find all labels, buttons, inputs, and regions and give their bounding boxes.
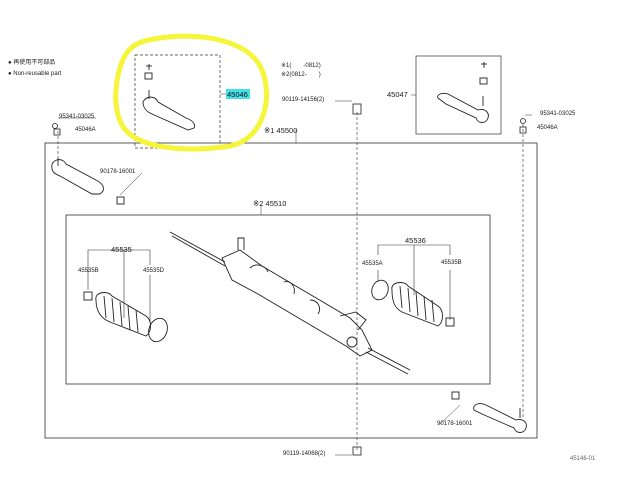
highlight-circle [113,33,270,152]
part-label-90178-16001-bottom[interactable]: 90178-16001 [437,421,473,427]
highlight-marker [226,89,250,99]
bolt-top [352,103,362,115]
legend-non-reusable-en: ● Non-reusable part [8,71,62,77]
tie-rod-end-left-part [142,64,195,131]
part-label-95341-03025-left[interactable]: 95341-03025 [59,114,95,120]
rack-inner-box [65,214,491,385]
cotter-pin-right [520,118,526,124]
assembly-outer-box [44,142,538,439]
tie-rod-end-right-box [415,55,502,135]
part-label-45536[interactable]: 45536 [405,236,426,245]
part-label-45535B-right[interactable]: 45535B [441,260,462,266]
part-label-45535B-left[interactable]: 45535B [78,268,99,274]
part-label-90119-14156[interactable]: 90119-14156(2) [282,97,325,103]
boot-left [83,291,168,343]
part-label-90119-14068[interactable]: 90119-14068(2) [283,451,326,457]
part-label-45046A-left[interactable]: 45046A [75,127,96,133]
cotter-pin-left [52,123,58,129]
part-label-45535A[interactable]: 45535A [362,261,383,267]
diagram-code: 45146-01 [570,456,596,462]
part-label-45047[interactable]: 45047 [387,90,408,99]
boot-right [371,279,455,327]
tie-rod-end-left-box [134,54,221,149]
tie-rod-end-assembly-right [451,391,527,433]
part-label-45510[interactable]: ※2 45510 [253,199,287,208]
note-2: ※2(0812- ) [281,72,321,78]
part-label-45500[interactable]: ※1 45500 [264,126,298,135]
part-label-45535[interactable]: 45535 [111,245,132,254]
tie-rod-end-right-part [437,62,489,123]
tie-rod-end-assembly-left [51,158,125,205]
part-label-45046A-right[interactable]: 45046A [537,125,558,131]
note-1: ※1( -0812) [281,63,321,69]
steering-rack-assembly [169,231,411,375]
part-label-95341-03025-right[interactable]: 95341-03025 [540,111,576,117]
part-label-45046[interactable]: 45046 [227,90,248,99]
legend-non-reusable-jp: ● 再使用不可部品 [8,60,56,66]
bolt-bottom [352,446,362,456]
part-label-45535D[interactable]: 45535D [143,268,165,274]
part-label-90178-16001-top[interactable]: 90178-16001 [100,169,136,175]
